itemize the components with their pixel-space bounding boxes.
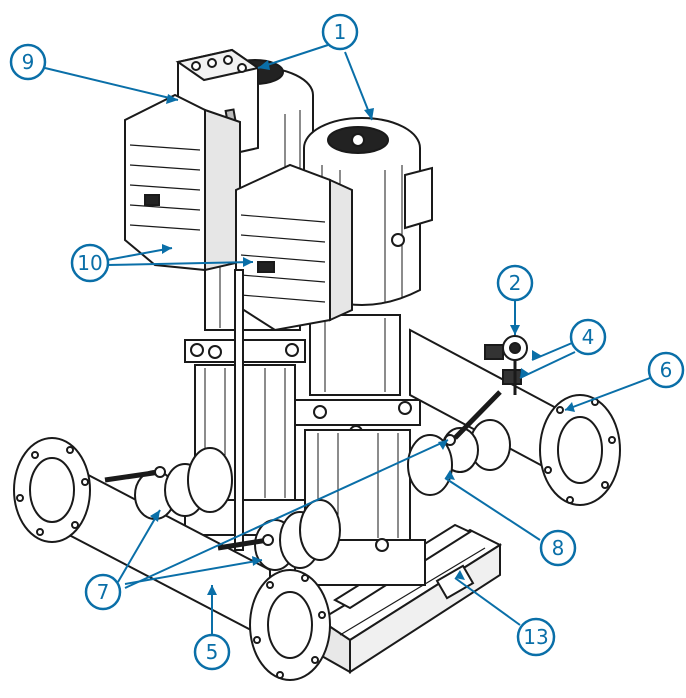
callout-10-label: 10 xyxy=(77,251,102,275)
callout-6-label: 6 xyxy=(660,358,673,382)
leader-7b xyxy=(124,559,263,585)
callout-1-label: 1 xyxy=(334,20,347,44)
callout-7: 7 xyxy=(84,573,122,611)
callout-2: 2 xyxy=(496,264,534,302)
callout-8-label: 8 xyxy=(552,536,565,560)
callout-8: 8 xyxy=(539,529,577,567)
leader-7a xyxy=(117,509,161,583)
callout-10: 10 xyxy=(70,243,110,283)
left-frequency-converter xyxy=(124,93,241,272)
callout-6: 6 xyxy=(647,351,685,389)
right-frequency-converter xyxy=(235,163,353,332)
suction-manifold xyxy=(13,437,341,681)
callout-4: 4 xyxy=(569,318,607,356)
leader-10b xyxy=(106,261,254,266)
leader-6 xyxy=(564,377,651,411)
leader-13 xyxy=(454,577,521,626)
callout-1: 1 xyxy=(321,13,359,51)
callout-9-label: 9 xyxy=(22,50,35,74)
mounting-rod xyxy=(234,269,244,551)
callout-9: 9 xyxy=(9,43,47,81)
callout-5: 5 xyxy=(193,633,231,671)
leader-9 xyxy=(44,67,179,101)
leader-lines xyxy=(44,44,651,635)
leader-10a xyxy=(106,247,173,261)
callout-13: 13 xyxy=(516,617,556,657)
pressure-gauge-assembly xyxy=(484,335,528,395)
callout-5-label: 5 xyxy=(206,640,219,664)
callout-13-label: 13 xyxy=(523,625,548,649)
leader-arrowheads xyxy=(150,60,575,595)
callout-4-label: 4 xyxy=(582,325,595,349)
callout-2-label: 2 xyxy=(509,271,522,295)
leader-1a xyxy=(257,44,329,69)
leader-7c xyxy=(124,439,449,589)
callout-7-label: 7 xyxy=(97,580,110,604)
leader-8 xyxy=(444,477,541,541)
discharge-manifold xyxy=(407,328,621,506)
leader-1b xyxy=(344,51,373,121)
